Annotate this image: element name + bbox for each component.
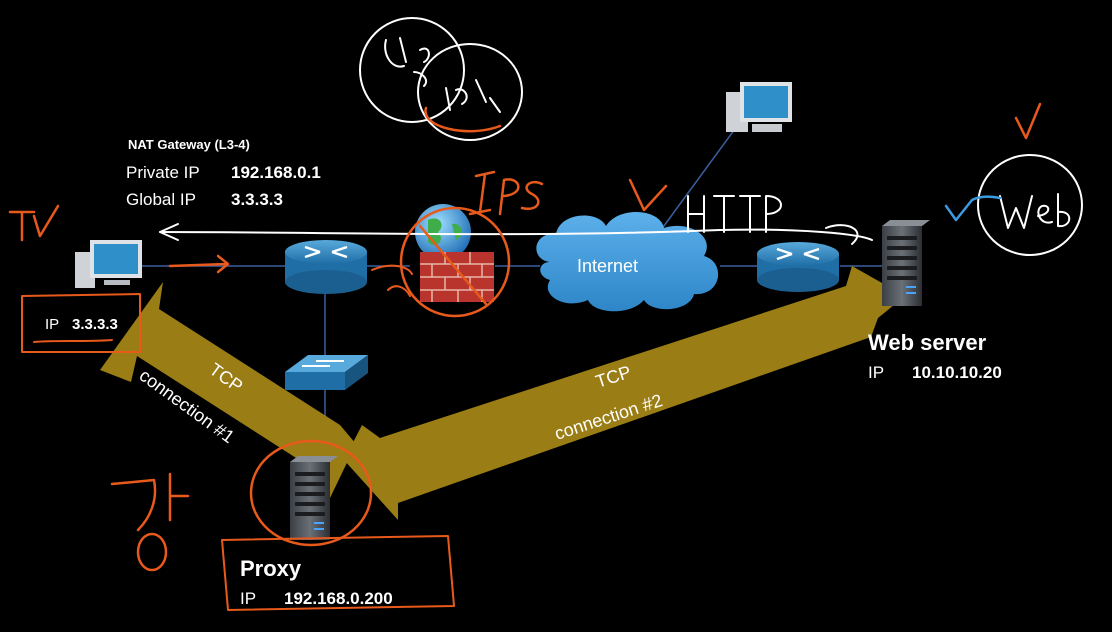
switch-icon (285, 355, 368, 390)
proxy-ip-label: IP (240, 589, 257, 608)
check-web-orange (1014, 102, 1042, 140)
web-server-ip-value: 10.10.10.20 (912, 363, 1002, 382)
nat-gateway-title: NAT Gateway (L3-4) (128, 137, 250, 152)
private-ip-label: Private IP (126, 163, 200, 182)
web-handwritten (999, 193, 1071, 229)
web-server-ip-label: IP (868, 363, 885, 382)
ips-handwritten (468, 170, 544, 216)
nat-gateway-router-icon (285, 240, 367, 294)
internet-cloud (536, 211, 719, 312)
globe-icon (415, 204, 471, 260)
proxy-ip-value: 192.168.0.200 (284, 589, 393, 608)
global-ip-value: 3.3.3.3 (231, 190, 283, 209)
client-pc-icon (75, 240, 142, 288)
web-router-icon (757, 242, 839, 292)
firewall-icon (415, 204, 494, 302)
web-server-name: Web server (868, 330, 987, 355)
handwritten-annotations (8, 17, 1083, 611)
client-ip-box (21, 293, 141, 353)
link-internet-pc (649, 121, 741, 246)
client-ip-label: IP (45, 316, 60, 333)
internet-label: Internet (577, 256, 639, 276)
web-server-icon (882, 220, 930, 306)
tv-handwritten (8, 204, 60, 242)
private-ip-value: 192.168.0.1 (231, 163, 321, 182)
check-http (628, 178, 668, 212)
proxy-server-icon (290, 456, 338, 540)
client-ip-value: 3.3.3.3 (72, 316, 118, 333)
proxy-circle (249, 439, 373, 547)
global-ip-label: Global IP (126, 190, 196, 209)
remote-pc-icon (726, 82, 792, 132)
scribble-underline (424, 106, 502, 133)
proxy-box (221, 535, 455, 611)
tcp-connection-2-arrow (344, 266, 905, 520)
check-web-blue (944, 195, 1002, 222)
proxy-name: Proxy (240, 556, 302, 581)
proxy-handwritten-korean (110, 472, 190, 572)
http-white-arrow (159, 195, 873, 245)
scribble-circles (359, 17, 523, 141)
